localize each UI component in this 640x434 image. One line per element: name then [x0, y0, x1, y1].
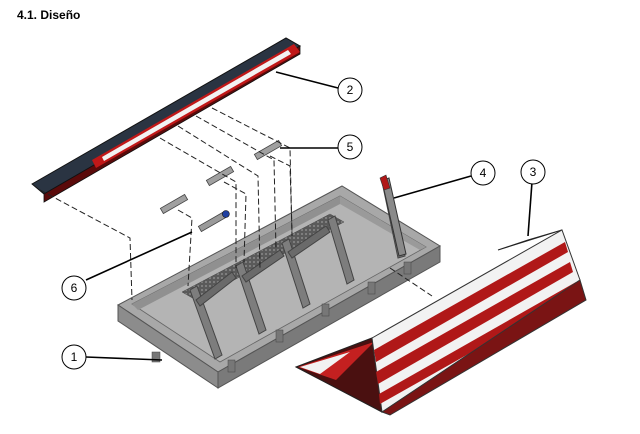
callout-4: 4 [470, 160, 496, 186]
callout-1: 1 [61, 344, 87, 370]
callout-5: 5 [337, 134, 363, 160]
callout-2-label: 2 [347, 83, 354, 97]
callout-6: 6 [61, 275, 87, 301]
callout-3: 3 [520, 159, 546, 185]
assembly-guide-lines [39, 107, 433, 301]
hinge-assemblies [159, 139, 283, 215]
callout-1-label: 1 [71, 350, 78, 364]
piston [379, 174, 407, 257]
striped-ramp [294, 229, 587, 416]
callout-4-label: 4 [480, 166, 487, 180]
callout-5-label: 5 [347, 140, 354, 154]
lid-plate [31, 37, 302, 203]
callout-2: 2 [337, 77, 363, 103]
section-heading: 4.1. Diseño [17, 8, 81, 22]
callout-leaders [85, 71, 533, 361]
pin-shaft [197, 210, 230, 233]
callout-3-label: 3 [530, 165, 537, 179]
callout-6-label: 6 [71, 281, 78, 295]
